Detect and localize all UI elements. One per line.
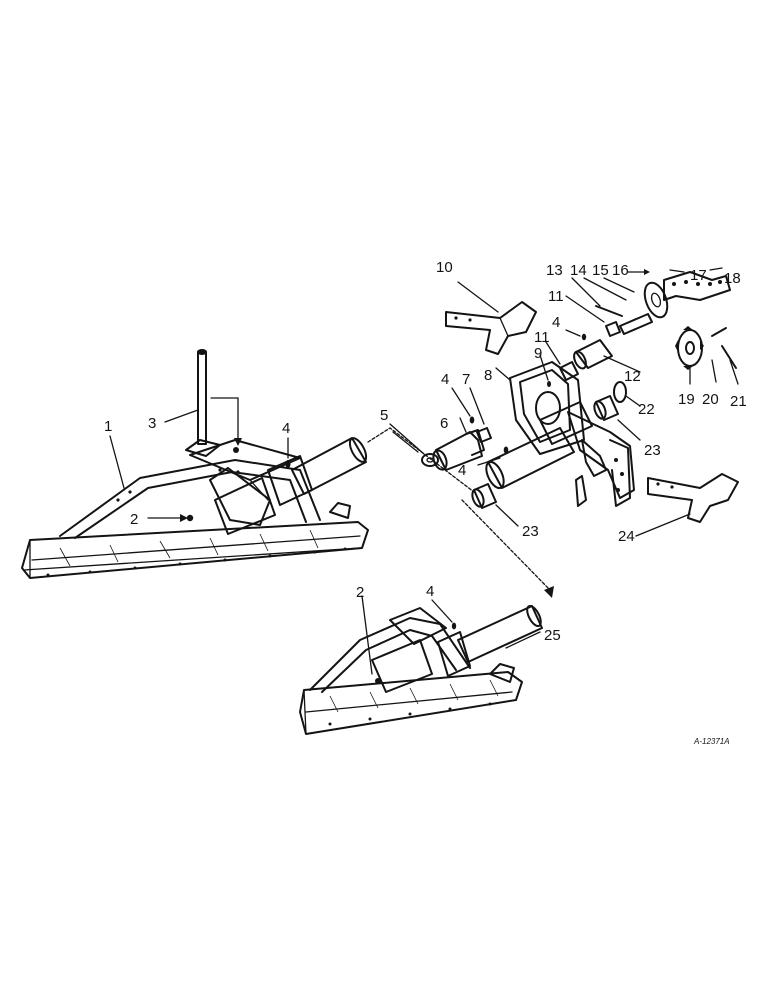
part-8-housing <box>495 361 635 507</box>
part-9-pin <box>539 354 551 387</box>
label-4: 4 <box>441 371 449 388</box>
part-18-pointer <box>709 267 723 271</box>
part-14-key <box>583 277 653 335</box>
drawing-reference-code: A-12371A <box>693 737 730 746</box>
label-leaders <box>109 409 425 489</box>
label-6: 6 <box>440 415 448 432</box>
label-13: 13 <box>546 262 563 279</box>
label-11: 11 <box>548 288 564 305</box>
part-5-washer <box>392 431 439 467</box>
label-7: 7 <box>462 371 470 388</box>
part-13-pin <box>571 277 623 317</box>
label-14: 14 <box>570 262 587 279</box>
drive-shaft <box>485 401 593 490</box>
part-15-sprocket-hub <box>603 277 669 319</box>
part-labels: 1 2 2 3 4 4 4 4 4 5 6 7 8 9 10 11 11 12 … <box>104 259 747 644</box>
label-19: 19 <box>678 391 695 408</box>
label-21: 21 <box>730 393 747 410</box>
label-4: 4 <box>458 462 466 479</box>
part-17-chain <box>663 269 731 301</box>
explosion-leaders <box>367 427 554 598</box>
label-24: 24 <box>618 528 635 545</box>
label-22: 22 <box>638 401 655 418</box>
label-3: 3 <box>148 415 156 432</box>
label-1: 1 <box>104 418 112 435</box>
frame-assembly-left <box>21 437 369 579</box>
part-16-screw <box>627 269 650 275</box>
part-4-washer-yoke <box>451 387 475 424</box>
label-15: 15 <box>592 262 609 279</box>
label-20: 20 <box>702 391 719 408</box>
label-4: 4 <box>426 583 434 600</box>
label-5: 5 <box>380 407 388 424</box>
part-2-nut-upper <box>147 514 194 522</box>
label-10: 10 <box>436 259 453 276</box>
frame-assembly-lower <box>299 595 543 735</box>
label-8: 8 <box>484 367 492 384</box>
part-19-sprocket <box>675 326 704 385</box>
label-4: 4 <box>552 314 560 331</box>
label-11: 11 <box>534 329 550 346</box>
part-23-bushing-lower <box>471 483 519 527</box>
label-23: 23 <box>644 442 661 459</box>
part-10-bracket <box>445 281 537 355</box>
part-20-pin <box>711 327 727 383</box>
part-21-cotter <box>721 345 739 385</box>
label-18: 18 <box>724 270 741 287</box>
label-9: 9 <box>534 345 542 362</box>
part-11-bushing-upper <box>565 295 621 337</box>
part-7-bushing <box>469 387 492 443</box>
part-11-bushing-lower <box>545 341 579 381</box>
part-3-stake <box>185 349 242 457</box>
label-17: 17 <box>690 267 707 284</box>
label-4: 4 <box>282 420 290 437</box>
part-4-washer-frame <box>285 437 291 468</box>
part-22-snap-ring <box>613 381 641 407</box>
label-25: 25 <box>544 627 561 644</box>
part-23-bushing-upper <box>593 395 641 441</box>
label-12: 12 <box>624 368 641 385</box>
label-2: 2 <box>130 511 138 528</box>
label-2: 2 <box>356 584 364 601</box>
label-23: 23 <box>522 523 539 540</box>
part-24-bracket <box>635 473 739 537</box>
part-4-washer-upper <box>565 329 587 341</box>
part-12-shaft <box>573 339 641 373</box>
label-16: 16 <box>612 262 629 279</box>
